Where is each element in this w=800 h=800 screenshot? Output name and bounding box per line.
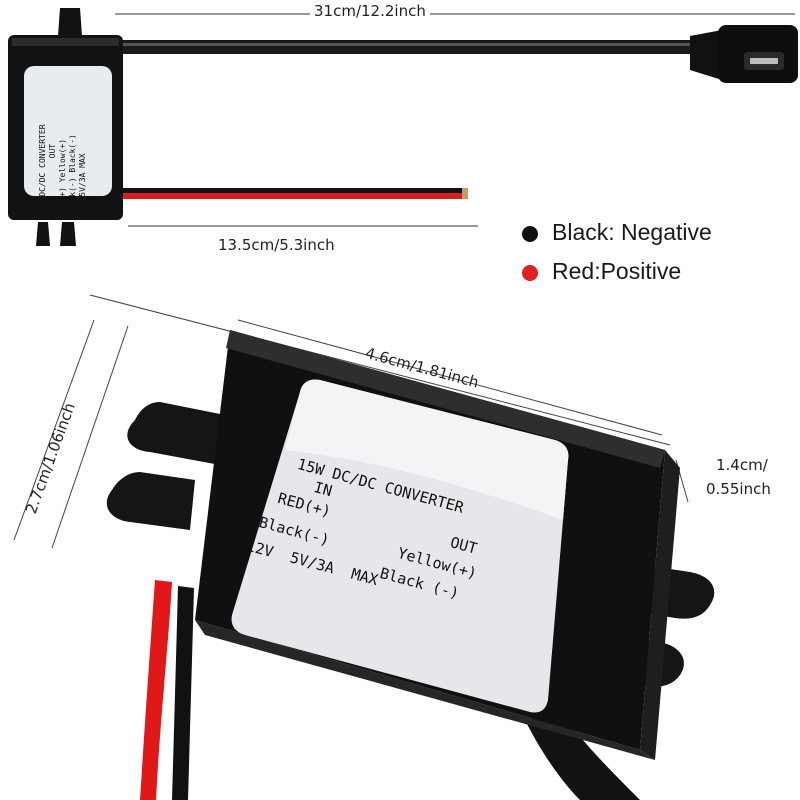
small-label-line2: IN OUT	[48, 143, 57, 216]
converter-closeup-illustration	[13, 294, 715, 800]
legend-black-label: Black: Negative	[552, 219, 712, 245]
wire-length-dimension: 13.5cm/5.3inch	[218, 236, 335, 254]
small-converter-label: 15W DC/DC CONVERTER IN OUT RED(+) Yellow…	[38, 76, 98, 216]
small-label-line4: Black(-) Black(-)	[68, 134, 77, 216]
legend-red-label: Red:Positive	[552, 258, 682, 284]
body-height-dimension-line1: 1.4cm/	[716, 456, 768, 474]
black-dot-icon	[522, 226, 538, 242]
body-height-dimension-line2: 0.55inch	[706, 480, 771, 498]
top-product-illustration	[8, 8, 798, 246]
cable-length-dimension: 31cm/12.2inch	[310, 2, 430, 20]
small-label-line5: 12V 5V/3A MAX	[78, 153, 87, 216]
small-label-line1: 15W DC/DC CONVERTER	[38, 124, 47, 216]
small-label-line3: RED(+) Yellow(+)	[58, 138, 67, 216]
red-dot-icon	[522, 265, 538, 281]
